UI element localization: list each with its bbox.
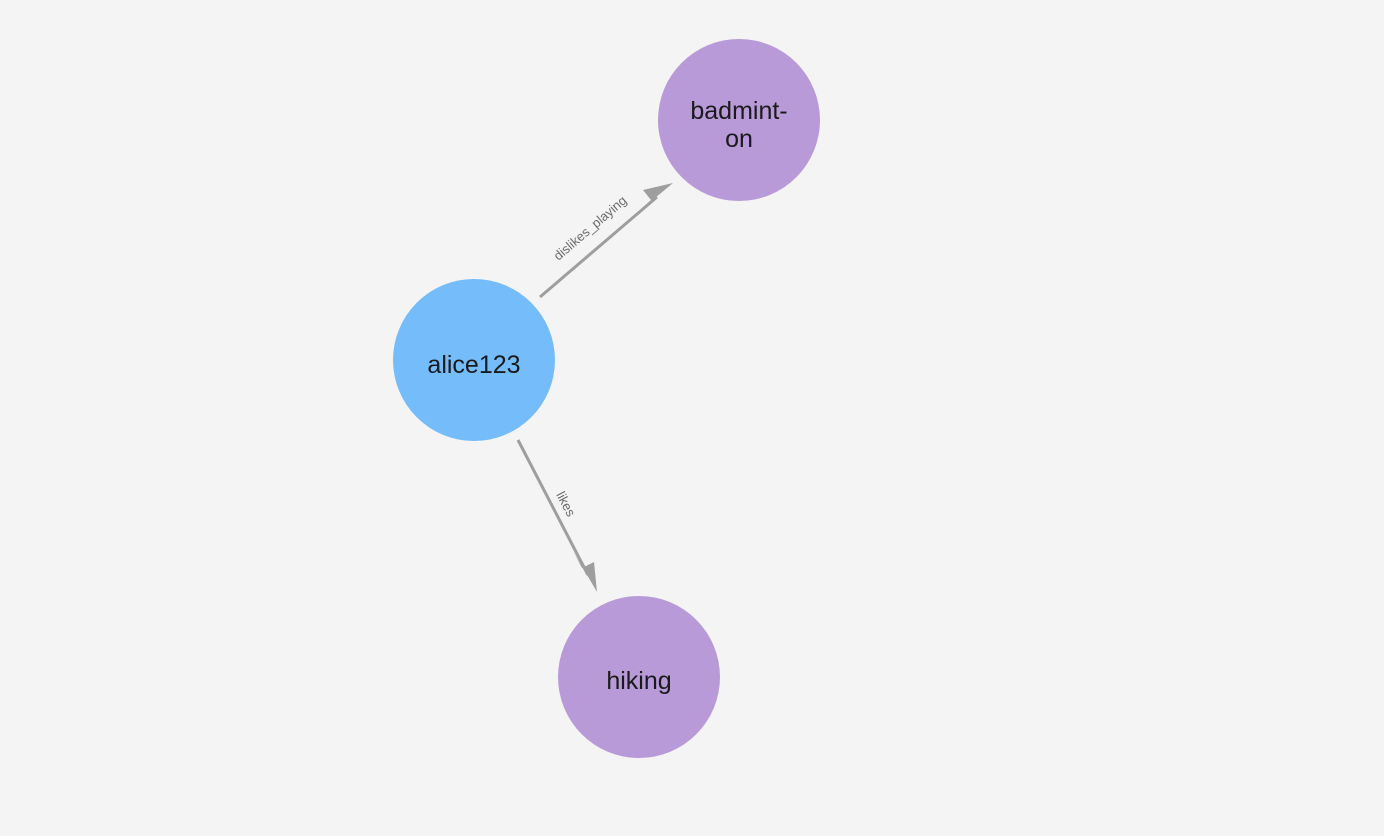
edge-likes[interactable]: likes: [516, 439, 597, 592]
edge-dislikes-playing-line: [539, 195, 658, 299]
node-badminton[interactable]: badmint- on: [658, 39, 820, 201]
node-group: badmint- on alice123 hiking: [393, 39, 820, 758]
node-alice123[interactable]: alice123: [393, 279, 555, 441]
node-badminton-circle[interactable]: [658, 39, 820, 201]
edge-likes-arrowhead-icon: [573, 551, 597, 592]
node-alice123-circle[interactable]: [393, 279, 555, 441]
edge-dislikes-playing[interactable]: dislikes_playing: [539, 183, 673, 299]
edge-dislikes-playing-arrowhead-icon: [637, 183, 673, 213]
node-hiking[interactable]: hiking: [558, 596, 720, 758]
edge-likes-line: [516, 439, 590, 576]
node-hiking-circle[interactable]: [558, 596, 720, 758]
